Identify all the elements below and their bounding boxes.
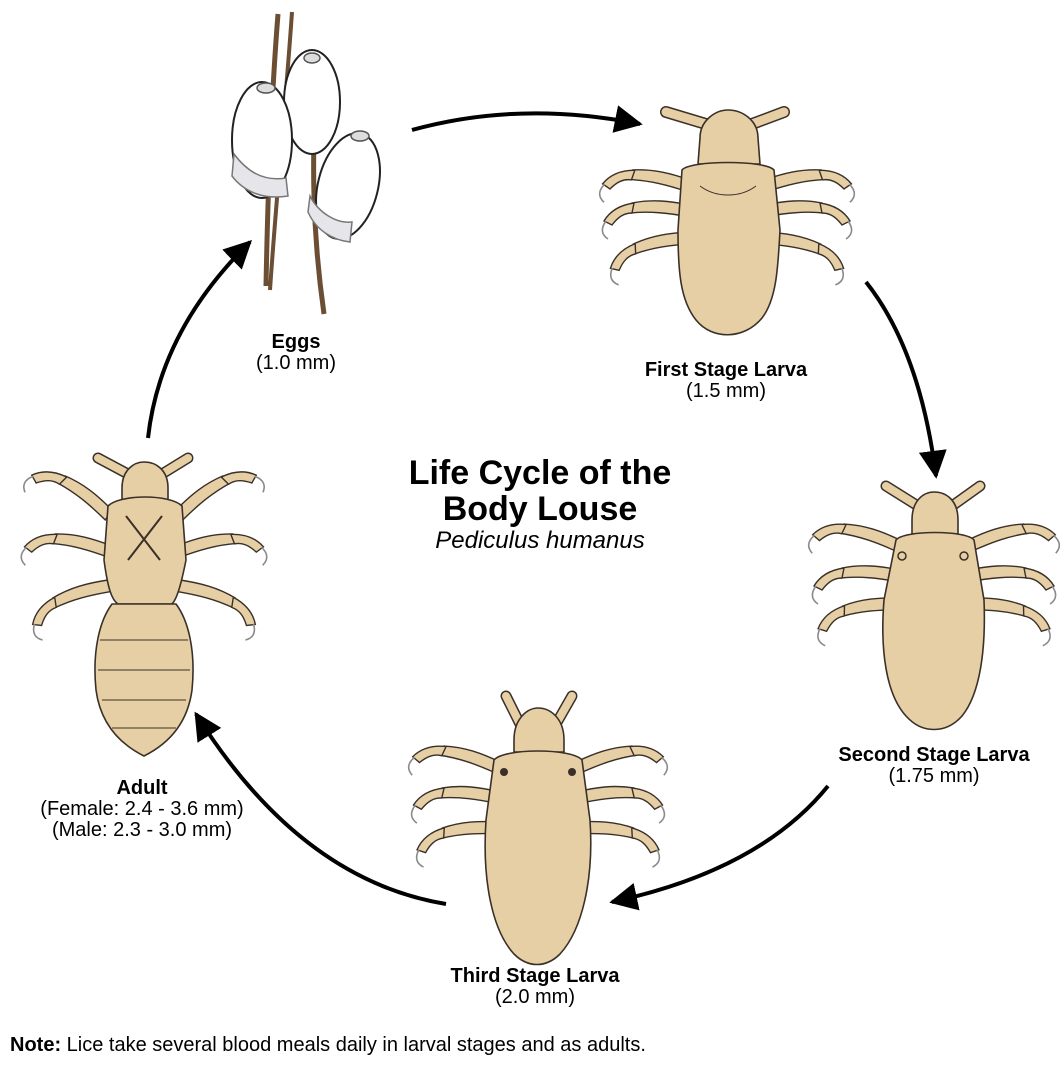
eggs-illustration xyxy=(232,12,390,314)
third-stage-larva-illustration xyxy=(407,696,669,965)
stage-size: (1.5 mm) xyxy=(606,381,846,402)
first-stage-larva-label: First Stage Larva (1.5 mm) xyxy=(606,360,846,402)
third-stage-larva-label: Third Stage Larva (2.0 mm) xyxy=(410,966,660,1008)
diagram-title: Life Cycle of the Body Louse Pediculus h… xyxy=(330,455,750,555)
eggs-label: Eggs (1.0 mm) xyxy=(216,332,376,374)
adult-label: Adult (Female: 2.4 - 3.6 mm) (Male: 2.3 … xyxy=(4,778,280,841)
arrow-first-to-second xyxy=(866,282,936,476)
note-text: Lice take several blood meals daily in l… xyxy=(61,1034,646,1056)
stage-size: (1.0 mm) xyxy=(216,353,376,374)
second-stage-larva-label: Second Stage Larva (1.75 mm) xyxy=(806,745,1062,787)
note-label: Note: xyxy=(10,1034,61,1056)
second-stage-larva-illustration xyxy=(807,486,1061,730)
stage-size-male: (Male: 2.3 - 3.0 mm) xyxy=(4,820,280,841)
stage-name: Adult xyxy=(4,778,280,799)
first-stage-larva-illustration xyxy=(598,110,855,335)
stage-size-female: (Female: 2.4 - 3.6 mm) xyxy=(4,799,280,820)
adult-illustration xyxy=(20,458,268,756)
stage-size: (1.75 mm) xyxy=(806,766,1062,787)
stage-size: (2.0 mm) xyxy=(410,987,660,1008)
footnote: Note: Lice take several blood meals dail… xyxy=(10,1034,646,1057)
title-line-1: Life Cycle of the xyxy=(330,455,750,491)
arrow-eggs-to-first xyxy=(412,113,640,130)
stage-name: Third Stage Larva xyxy=(410,966,660,987)
stage-name: First Stage Larva xyxy=(606,360,846,381)
stage-name: Second Stage Larva xyxy=(806,745,1062,766)
scientific-name: Pediculus humanus xyxy=(330,527,750,555)
stage-name: Eggs xyxy=(216,332,376,353)
title-line-2: Body Louse xyxy=(330,491,750,527)
